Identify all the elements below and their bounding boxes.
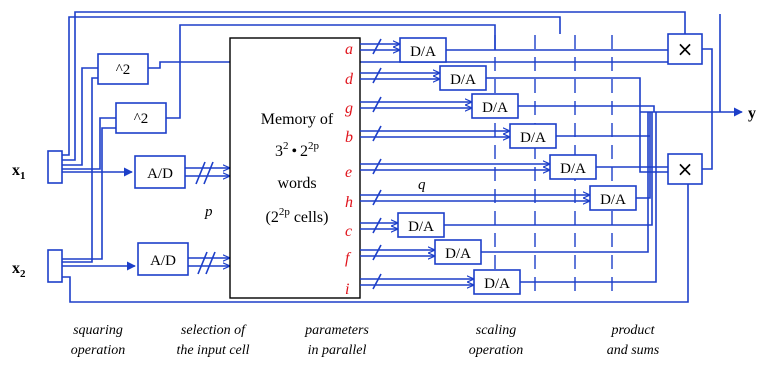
x2-label: x2 <box>12 260 26 280</box>
da-converter-i-label: D/A <box>484 276 510 292</box>
square-block-1-label: ^2 <box>116 62 131 78</box>
memory-size-formula: 32•22p <box>275 140 320 160</box>
param-g: g <box>345 100 353 117</box>
da-converter-e <box>549 154 597 180</box>
ad-converter-2-label: A/D <box>150 253 176 269</box>
multiplier-1-output-wire <box>702 48 713 112</box>
caption-product-line2: and sums <box>607 343 660 358</box>
param-c: c <box>345 223 352 240</box>
da-converter-c-label: D/A <box>408 219 434 235</box>
caption-parameters-line2: in parallel <box>308 343 367 358</box>
x2-routing-wires <box>62 77 689 303</box>
da-converter-f <box>434 239 482 265</box>
parameter-buses <box>360 38 590 290</box>
caption-selection-line1: selection of <box>181 323 247 338</box>
square-block-2 <box>115 102 167 134</box>
da-converter-d-label: D/A <box>450 72 476 88</box>
param-b: b <box>345 129 353 146</box>
square-block-2-label: ^2 <box>134 111 149 127</box>
da-converter-c <box>397 212 445 238</box>
da-converters: D/A D/A D/A D/A D/A D/A D/A D/A D/A <box>397 37 637 295</box>
multiplier-1 <box>667 33 703 65</box>
param-h: h <box>345 194 353 211</box>
square-1-output-wire <box>148 61 668 69</box>
ad-output-buses <box>185 161 230 275</box>
da-converter-e-label: D/A <box>560 161 586 177</box>
caption-product-line1: product <box>610 323 655 338</box>
output-label-y: y <box>748 105 756 122</box>
memory-words-label: words <box>277 175 316 192</box>
param-f: f <box>345 250 352 267</box>
param-d: d <box>345 71 354 88</box>
symbol-p: p <box>204 204 213 220</box>
multiply-icon-1: × <box>677 37 694 61</box>
x1-label: x1 <box>12 162 26 182</box>
square-2-output-wire <box>166 24 496 119</box>
da-converter-h <box>589 185 637 211</box>
param-a: a <box>345 41 353 58</box>
caption-parameters-line1: parameters <box>304 323 369 338</box>
ad-converter-2 <box>137 242 189 276</box>
caption-squaring-line2: operation <box>71 343 125 358</box>
da-converter-a-label: D/A <box>410 44 436 60</box>
da-converter-g-label: D/A <box>482 100 508 116</box>
square-block-1 <box>97 53 149 85</box>
x1-routing-wires <box>62 11 686 177</box>
x2-input-connector <box>47 249 63 283</box>
x1-input-connector <box>47 150 63 184</box>
symbol-q: q <box>418 177 426 193</box>
da-converter-a <box>399 37 447 63</box>
param-i: i <box>345 281 349 298</box>
param-e: e <box>345 164 352 181</box>
da-converter-g <box>471 93 519 119</box>
multiply-icon-2: × <box>677 157 694 181</box>
caption-scaling-line2: operation <box>469 343 523 358</box>
caption-selection-line2: the input cell <box>176 343 249 358</box>
memory-title: Memory of <box>261 111 334 128</box>
da-output-wires <box>444 49 668 283</box>
da-converter-b <box>509 123 557 149</box>
caption-scaling-line1: scaling <box>476 323 516 338</box>
memory-cells-label: (22p cells) <box>266 206 329 226</box>
caption-squaring-line1: squaring <box>73 323 123 338</box>
ad-converter-1 <box>134 155 186 189</box>
ad-converter-1-label: A/D <box>147 166 173 182</box>
multiplier-2 <box>667 153 703 185</box>
memory-block <box>229 37 361 299</box>
multiplier-2-output-wire <box>702 112 713 170</box>
da-converter-b-label: D/A <box>520 130 546 146</box>
da-converter-f-label: D/A <box>445 246 471 262</box>
da-converter-h-label: D/A <box>600 192 626 208</box>
